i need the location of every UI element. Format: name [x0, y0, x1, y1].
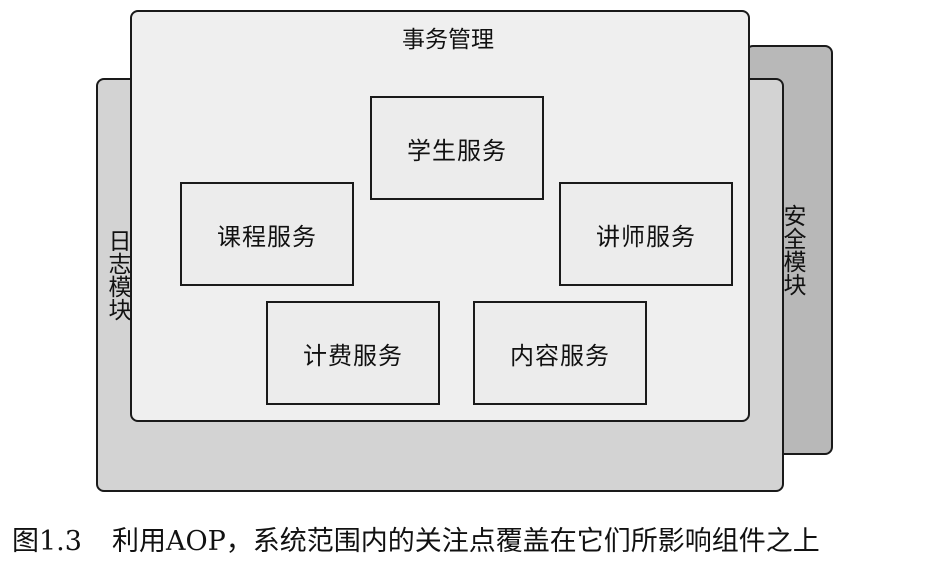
course-service-box: 课程服务: [180, 182, 354, 286]
figure-caption-text: 利用AOP，系统范围内的关注点覆盖在它们所影响组件之上: [111, 526, 820, 557]
course-service-label: 课程服务: [217, 222, 317, 251]
figure-number: 图1.3: [12, 526, 82, 557]
content-service-label: 内容服务: [510, 341, 610, 370]
billing-service-box: 计费服务: [266, 301, 440, 405]
instructor-service-box: 讲师服务: [559, 182, 733, 286]
student-service-label: 学生服务: [407, 136, 507, 165]
instructor-service-label: 讲师服务: [596, 222, 696, 251]
billing-service-label: 计费服务: [303, 341, 403, 370]
student-service-box: 学生服务: [370, 96, 544, 200]
logging-module-label: 日志模块: [104, 229, 130, 321]
figure-caption: 图1.3 利用AOP，系统范围内的关注点覆盖在它们所影响组件之上: [12, 519, 820, 558]
transaction-management-label: 事务管理: [402, 27, 494, 53]
content-service-box: 内容服务: [473, 301, 647, 405]
